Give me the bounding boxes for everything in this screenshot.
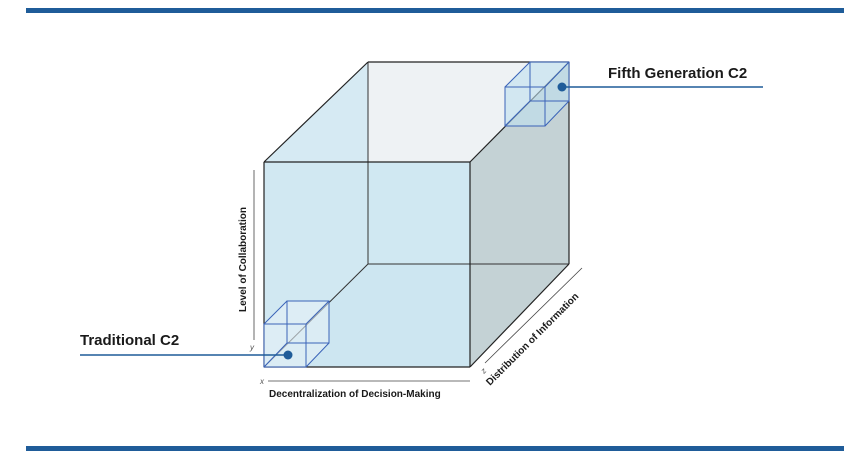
x-axis: x Decentralization of Decision-Making — [259, 377, 470, 400]
traditional-label: Traditional C2 — [80, 332, 179, 349]
cube-side-face — [470, 62, 569, 367]
fifth-generation-callout: Fifth Generation C2 — [557, 65, 763, 92]
fifth-generation-dot — [557, 82, 567, 92]
y-axis-label: Level of Collaboration — [238, 207, 249, 312]
x-axis-letter: x — [259, 377, 265, 386]
y-axis: Level of Collaboration y — [238, 170, 255, 352]
fifth-generation-label: Fifth Generation C2 — [608, 65, 747, 82]
traditional-small-cube — [263, 300, 330, 368]
y-axis-letter: y — [249, 343, 255, 352]
cube — [263, 61, 570, 368]
z-axis-line — [484, 267, 583, 364]
traditional-callout: Traditional C2 — [80, 332, 293, 360]
z-axis-letter: z — [478, 366, 488, 376]
traditional-dot — [283, 350, 293, 360]
top-rule-bar — [26, 8, 844, 13]
fifth-generation-small-cube — [504, 61, 570, 127]
bottom-rule-bar — [26, 446, 844, 451]
x-axis-label: Decentralization of Decision-Making — [269, 389, 441, 400]
